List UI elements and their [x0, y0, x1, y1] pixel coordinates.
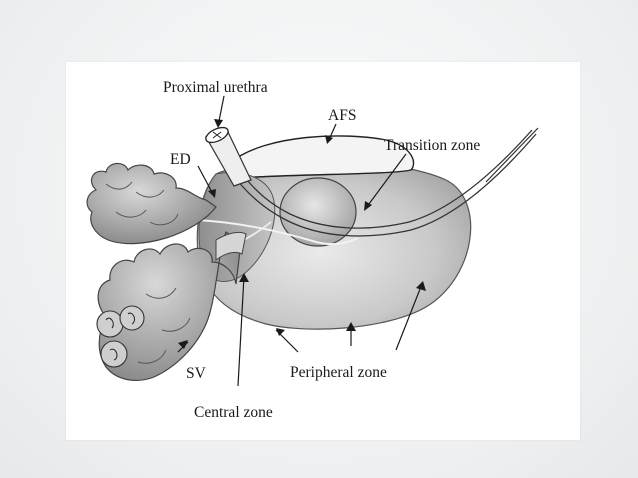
urethra-course-inner	[225, 129, 533, 229]
urethra-star-icon	[212, 131, 222, 139]
label-afs: AFS	[328, 107, 356, 124]
slide-frame: Proximal urethra AFS Transition zone ED …	[66, 62, 580, 440]
ejaculatory-duct-course	[195, 219, 359, 246]
label-transition-zone: Transition zone	[384, 137, 480, 154]
sv-fold-lines	[137, 287, 191, 364]
urethra-course	[215, 133, 537, 237]
prostate-zonal-anatomy-diagram: Proximal urethra AFS Transition zone ED …	[86, 79, 539, 421]
transition-zone-shape	[279, 177, 357, 247]
vas-lobule-lines	[105, 181, 179, 226]
vas-deferens-lobules	[86, 162, 217, 245]
label-sv: SV	[186, 365, 207, 382]
label-peripheral-zone: Peripheral zone	[290, 364, 387, 381]
arrowheads	[178, 119, 426, 349]
sv-coil-lumens	[105, 312, 135, 361]
label-proximal-urethra: Proximal urethra	[163, 79, 268, 96]
sv-duct	[215, 231, 247, 261]
sv-coil-1	[96, 310, 124, 338]
label-ed: ED	[170, 151, 191, 168]
seminal-vesicle-shape	[97, 231, 242, 381]
label-central-zone: Central zone	[194, 404, 273, 421]
sv-coil-2	[119, 305, 145, 331]
urethra-tail	[485, 127, 539, 183]
sv-coil-3	[100, 340, 128, 368]
